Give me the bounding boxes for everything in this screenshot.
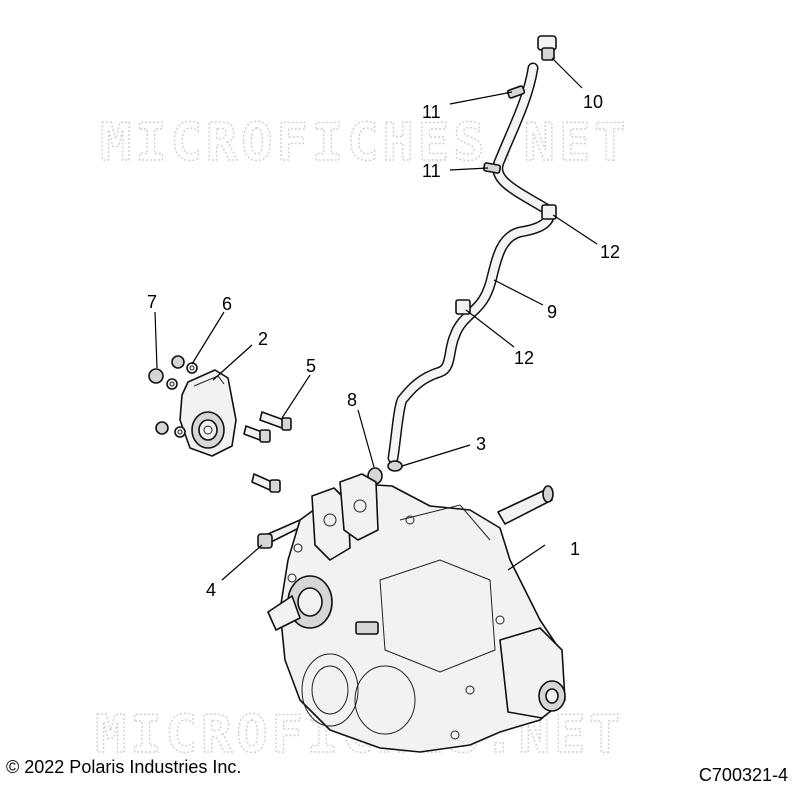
bolt-5-upper [259, 411, 292, 431]
hose-retainer-upper [541, 204, 557, 220]
callout-11b: 11 [422, 161, 441, 181]
callout-1: 1 [570, 539, 580, 559]
breather-fitting [537, 35, 557, 61]
transmission-housing [267, 473, 566, 753]
callout-11a: 11 [422, 102, 441, 122]
callout-8: 8 [347, 390, 357, 410]
diagram-code: C700321-4 [698, 765, 788, 785]
washer-6-b [186, 362, 198, 374]
bolt-5-lower [243, 425, 271, 443]
callout-4: 4 [206, 580, 216, 600]
nut-7-upper [148, 368, 164, 384]
callout-3: 3 [476, 434, 486, 454]
hose-clamp-3 [387, 460, 403, 472]
callout-12b: 12 [514, 348, 534, 368]
hose-clamp-upper [506, 85, 526, 99]
bolt-4 [257, 519, 304, 549]
watermark-top: MICROFICHES.NET [100, 113, 630, 173]
mount-bracket [179, 369, 237, 457]
nut-7-lower [155, 421, 169, 435]
nut-7-upper-2 [171, 355, 185, 369]
washer-6-a [166, 378, 178, 390]
callout-7: 7 [147, 292, 157, 312]
washer-6-c [174, 426, 186, 438]
callout-5: 5 [306, 356, 316, 376]
callout-9: 9 [547, 302, 557, 322]
callout-10: 10 [583, 92, 603, 112]
leader-lines [154, 57, 598, 581]
bolt-5-mid [251, 473, 281, 493]
callout-12a: 12 [600, 242, 620, 262]
copyright-text: © 2022 Polaris Industries Inc. [6, 757, 242, 777]
callout-2: 2 [258, 329, 268, 349]
hose-clamp-lower [482, 162, 502, 174]
callout-6: 6 [222, 294, 232, 314]
